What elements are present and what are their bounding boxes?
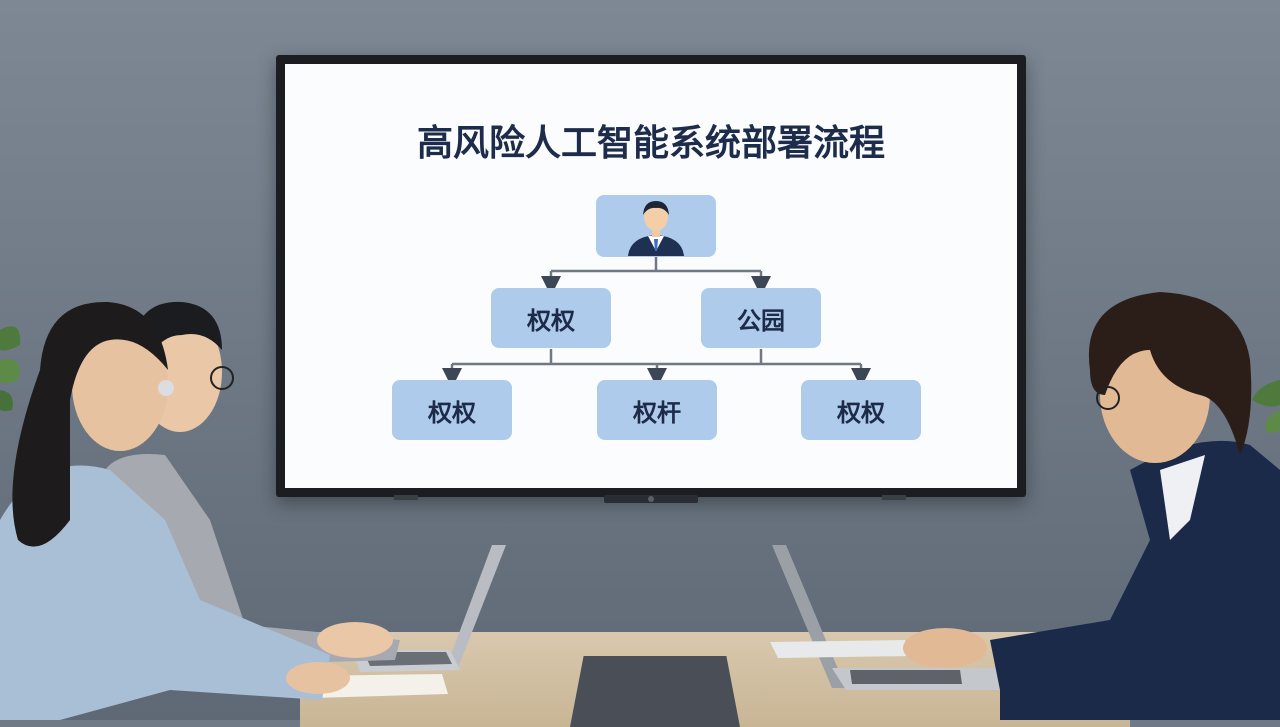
level1-node: 权权: [491, 288, 611, 348]
tv-mount-left: [394, 495, 418, 500]
level1-node: 公园: [701, 288, 821, 348]
person-woman: [0, 301, 350, 720]
level2-node: 权权: [801, 380, 921, 440]
left-laptop: [352, 545, 506, 672]
top-node-person: [596, 195, 716, 257]
level2-node: 权权: [392, 380, 512, 440]
right-plant: [1252, 380, 1280, 433]
presentation-screen: 高风险人工智能系统部署流程: [285, 64, 1017, 488]
tablet: [770, 640, 910, 658]
right-laptop: [772, 545, 1000, 690]
tv-mount-right: [882, 495, 906, 500]
tv-camera-bar: [604, 495, 698, 503]
person-man-suit: [903, 292, 1280, 720]
level2-node: 权杆: [597, 380, 717, 440]
left-plant: [0, 326, 21, 411]
org-chart-connectors: [442, 257, 871, 388]
slide-title: 高风险人工智能系统部署流程: [416, 123, 885, 164]
wall-tv: 高风险人工智能系统部署流程: [276, 55, 1026, 503]
person-avatar-icon: [628, 201, 684, 256]
table-cable-slot: [570, 656, 740, 727]
